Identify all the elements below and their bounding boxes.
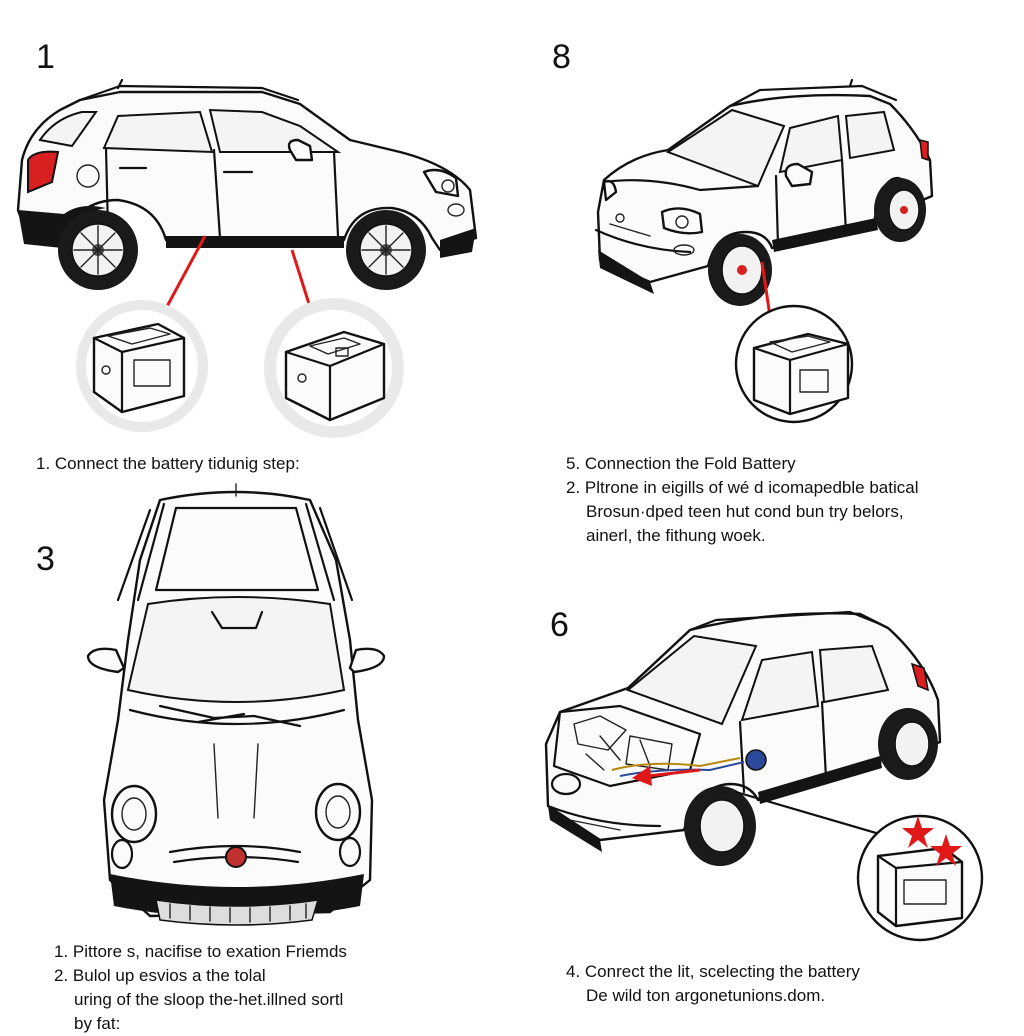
caption-line: 1. Connect the battery tidunig step: (36, 454, 300, 473)
step-number-6: 6 (550, 606, 569, 644)
step-number-8: 8 (552, 38, 571, 76)
battery-icon (856, 814, 984, 942)
step-caption-8: 5. Connection the Fold Battery 2. Pltron… (566, 452, 918, 548)
caption-line: De wild ton argonetunions.dom. (586, 986, 826, 1005)
step-number-3: 3 (36, 540, 55, 578)
caption-line: Brosun·dped teen hut cond bun try belors… (586, 502, 904, 521)
caption-line: ainerl, the fithung woek. (586, 526, 766, 545)
top-front-car (86, 483, 386, 926)
connector-line (734, 790, 902, 842)
caption-line: 1. Pittore s, nacifise to exation Friemd… (54, 942, 347, 961)
three-quarter-car (594, 78, 934, 306)
red-arrow (632, 766, 701, 786)
step-caption-6: 4. Conrect the lit, scelecting the batte… (566, 960, 860, 1008)
step-number-1: 1 (36, 38, 55, 76)
caption-line: uring of the sloop the-het.illned sortl (74, 990, 344, 1009)
caption-line: 2. Pltrone in eigills of wé d icomapedbl… (566, 478, 919, 497)
step-caption-1: 1. Connect the battery tidunig step: (36, 452, 300, 476)
battery-icon (76, 300, 208, 432)
battery-icon (264, 298, 404, 438)
battery-icon (734, 304, 854, 424)
caption-line: 5. Connection the Fold Battery (566, 454, 796, 473)
side-view-car (16, 78, 478, 290)
caption-line: 4. Conrect the lit, scelecting the batte… (566, 962, 860, 981)
open-hood-car (544, 610, 942, 866)
caption-line: 2. Bulol up esvios a the tolal (54, 966, 266, 985)
